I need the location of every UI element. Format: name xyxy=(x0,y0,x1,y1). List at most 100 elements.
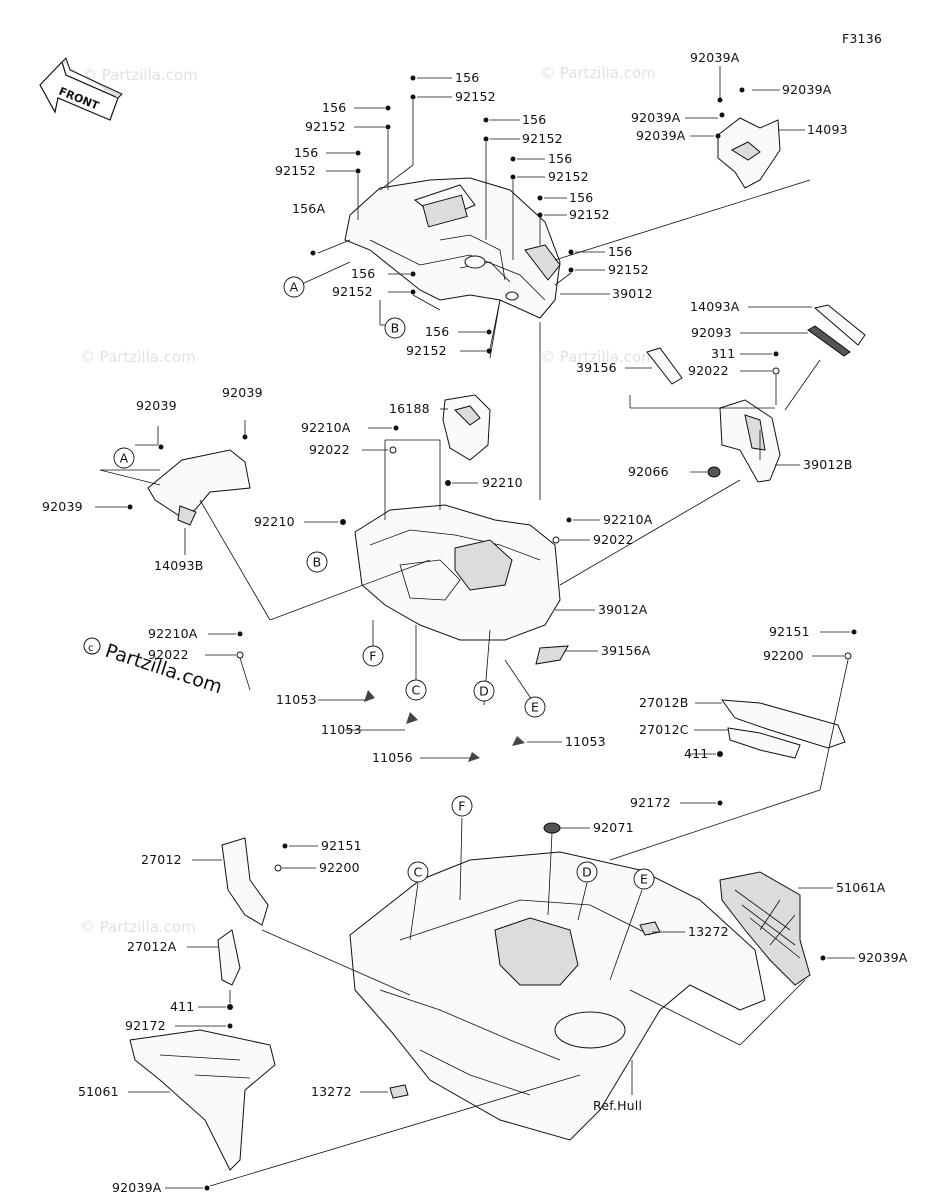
part-callout[interactable]: 92151 xyxy=(321,838,362,853)
ref-circle xyxy=(633,868,655,890)
watermark: © Partzilla.com xyxy=(80,348,196,366)
ref-circle xyxy=(362,645,384,667)
part-callout[interactable]: 14093B xyxy=(154,558,204,573)
part-callout[interactable]: 13272 xyxy=(311,1084,352,1099)
ref-letter: C xyxy=(412,683,421,698)
upper-deck-cover-part xyxy=(344,177,561,319)
ref-letter: B xyxy=(391,321,400,336)
part-callout[interactable]: 92039A xyxy=(631,110,681,125)
part-callout[interactable]: 27012A xyxy=(127,939,177,954)
right-panel-part xyxy=(717,117,781,189)
part-callout[interactable]: 156 xyxy=(455,70,479,85)
part-callout[interactable]: 156A xyxy=(292,201,325,216)
part-callout[interactable]: 39012B xyxy=(803,457,853,472)
part-callout[interactable]: 92039 xyxy=(136,398,177,413)
part-callout[interactable]: 92152 xyxy=(406,343,447,358)
part-callout[interactable]: 92152 xyxy=(548,169,589,184)
reference-label: Ref.Hull xyxy=(593,1098,642,1113)
part-callout[interactable]: 11053 xyxy=(565,734,606,749)
part-callout[interactable]: 92066 xyxy=(628,464,669,479)
part-callout[interactable]: 13272 xyxy=(688,924,729,939)
part-callout[interactable]: 39156A xyxy=(601,643,651,658)
part-callout[interactable]: 92200 xyxy=(763,648,804,663)
ref-circle xyxy=(384,317,406,339)
part-callout[interactable]: 92039 xyxy=(222,385,263,400)
part-callout[interactable]: 92039A xyxy=(858,950,908,965)
part-callout[interactable]: 11053 xyxy=(321,722,362,737)
part-callout[interactable]: 92022 xyxy=(309,442,350,457)
part-callout[interactable]: 92039 xyxy=(42,499,83,514)
part-callout[interactable]: 92152 xyxy=(332,284,373,299)
part-callout[interactable]: 156 xyxy=(425,324,449,339)
part-callout[interactable]: 92039A xyxy=(112,1180,162,1195)
part-callout[interactable]: 39012A xyxy=(598,602,648,617)
part-callout[interactable]: 92093 xyxy=(691,325,732,340)
part-callout[interactable]: 92152 xyxy=(569,207,610,222)
part-callout[interactable]: 92172 xyxy=(630,795,671,810)
part-callout[interactable]: 156 xyxy=(522,112,546,127)
part-callout[interactable]: 92210 xyxy=(254,514,295,529)
part-callout[interactable]: 156 xyxy=(351,266,375,281)
part-callout[interactable]: 92039A xyxy=(636,128,686,143)
part-callout[interactable]: 411 xyxy=(684,746,708,761)
part-callout[interactable]: 92039A xyxy=(782,82,832,97)
ref-letter: A xyxy=(290,280,299,295)
ref-circle xyxy=(576,861,598,883)
part-callout[interactable]: 92210A xyxy=(301,420,351,435)
part-callout[interactable]: 27012B xyxy=(639,695,689,710)
rail-left-part xyxy=(217,837,269,986)
storage-box-part xyxy=(442,394,491,461)
ref-circle xyxy=(473,680,495,702)
part-callout[interactable]: 156 xyxy=(322,100,346,115)
part-callout[interactable]: 156 xyxy=(548,151,572,166)
part-callout[interactable]: 39012 xyxy=(612,286,653,301)
side-strip-part xyxy=(807,304,866,357)
part-callout[interactable]: 39156 xyxy=(576,360,617,375)
part-callout[interactable]: 92210 xyxy=(482,475,523,490)
ref-letter: F xyxy=(369,649,376,664)
part-callout[interactable]: 92152 xyxy=(608,262,649,277)
part-callout[interactable]: 14093A xyxy=(690,299,740,314)
ref-letter: D xyxy=(479,684,489,699)
part-callout[interactable]: 92022 xyxy=(593,532,634,547)
part-callout[interactable]: 92071 xyxy=(593,820,634,835)
part-callout[interactable]: 92210A xyxy=(148,626,198,641)
part-callout[interactable]: 11056 xyxy=(372,750,413,765)
callout-labels: 92039A 92039A 92039A 92039A 14093 156 92… xyxy=(42,50,908,1195)
svg-text:c: c xyxy=(88,643,94,654)
grille-right-part xyxy=(719,871,811,986)
watermark: © Partzilla.com xyxy=(80,918,196,936)
left-duct-part xyxy=(147,449,251,526)
part-callout[interactable]: 92152 xyxy=(305,119,346,134)
part-callout[interactable]: 11053 xyxy=(276,692,317,707)
part-callout[interactable]: 92022 xyxy=(148,647,189,662)
part-callout[interactable]: 156 xyxy=(608,244,632,259)
watermark: © Partzilla.com xyxy=(540,64,656,82)
part-callout[interactable]: 92039A xyxy=(690,50,740,65)
part-callout[interactable]: 92151 xyxy=(769,624,810,639)
part-callout[interactable]: 92210A xyxy=(603,512,653,527)
part-callout[interactable]: 411 xyxy=(170,999,194,1014)
part-callout[interactable]: 51061 xyxy=(78,1084,119,1099)
part-callout[interactable]: 27012 xyxy=(141,852,182,867)
part-callout[interactable]: 92022 xyxy=(688,363,729,378)
part-callout[interactable]: 16188 xyxy=(389,401,430,416)
part-callout[interactable]: 92152 xyxy=(455,89,496,104)
part-callout[interactable]: 92200 xyxy=(319,860,360,875)
ref-letter: E xyxy=(640,872,648,887)
part-callout[interactable]: 14093 xyxy=(807,122,848,137)
part-callout[interactable]: 156 xyxy=(569,190,593,205)
ref-letter: B xyxy=(313,555,322,570)
part-callout[interactable]: 156 xyxy=(294,145,318,160)
ref-letter: F xyxy=(458,799,465,814)
part-callout[interactable]: 92172 xyxy=(125,1018,166,1033)
part-callout[interactable]: 92152 xyxy=(522,131,563,146)
leader-lines xyxy=(95,66,855,1189)
part-callout[interactable]: 92152 xyxy=(275,163,316,178)
part-callout[interactable]: 27012C xyxy=(639,722,689,737)
grille-left-part xyxy=(129,1029,276,1171)
part-callout[interactable]: 51061A xyxy=(836,880,886,895)
part-callout[interactable]: 311 xyxy=(711,346,735,361)
reference-circles: A B A B F C D E F C D E xyxy=(113,276,655,890)
